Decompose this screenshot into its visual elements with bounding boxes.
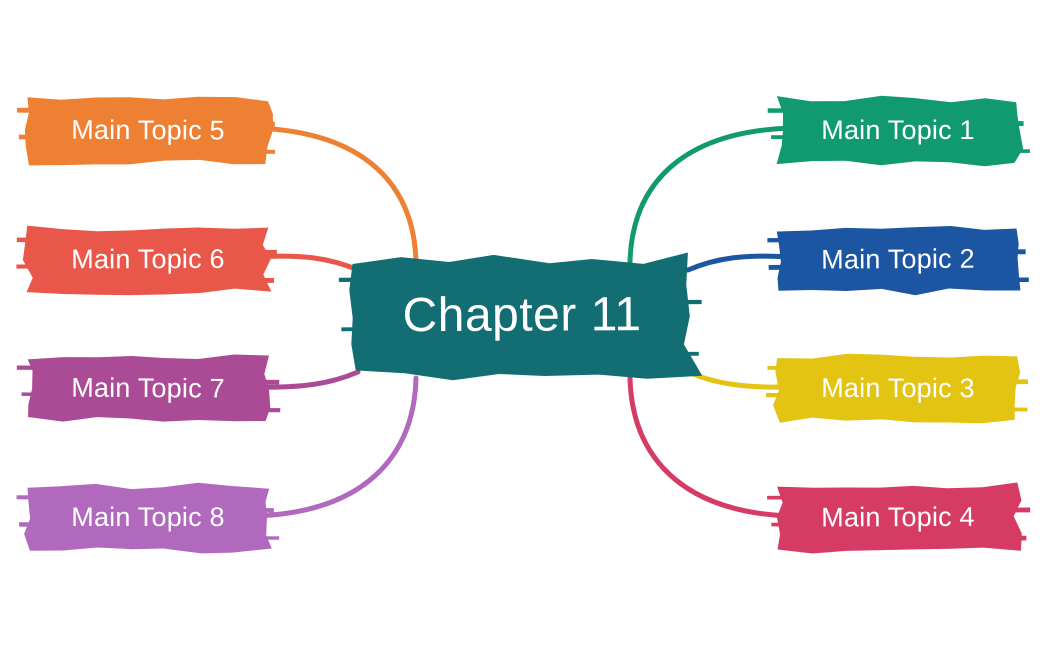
topic-node-8-shape bbox=[24, 482, 272, 554]
topic-node-3-label: Main Topic 3 bbox=[821, 373, 975, 403]
topic-node-8-label: Main Topic 8 bbox=[71, 502, 224, 532]
topic-node-7-brush-fleck bbox=[21, 392, 34, 396]
topic-node-7[interactable]: Main Topic 7 bbox=[16, 353, 281, 423]
topic-node-4-label: Main Topic 4 bbox=[821, 502, 975, 533]
topic-node-2-label: Main Topic 2 bbox=[821, 244, 975, 275]
topic-node-4-shape bbox=[776, 482, 1022, 554]
topic-node-8-brush-fleck bbox=[19, 522, 36, 527]
topic-node-7-shape bbox=[27, 354, 271, 422]
connector-to-topic-3 bbox=[685, 369, 793, 390]
connector-to-topic-4 bbox=[627, 375, 793, 519]
topic-node-6-label: Main Topic 6 bbox=[71, 244, 225, 274]
central-node-label: Chapter 11 bbox=[402, 288, 641, 342]
topic-node-5-label: Main Topic 5 bbox=[71, 115, 225, 146]
central-node-brush-fleck bbox=[683, 299, 702, 305]
topic-node-3-shape bbox=[773, 353, 1021, 424]
topic-node-5-shape bbox=[24, 96, 274, 166]
connector-to-topic-1 bbox=[627, 125, 793, 265]
topic-node-2-shape bbox=[776, 225, 1021, 296]
topic-node-8-brush-fleck bbox=[258, 536, 280, 540]
topic-node-6[interactable]: Main Topic 6 bbox=[16, 225, 277, 296]
topic-node-1-label: Main Topic 1 bbox=[821, 115, 974, 145]
connector-to-topic-5 bbox=[253, 125, 419, 265]
topic-node-8-brush-fleck bbox=[16, 495, 38, 500]
connector-to-topic-8 bbox=[253, 375, 419, 519]
topic-node-7-label: Main Topic 7 bbox=[71, 373, 225, 404]
topic-node-6-shape bbox=[22, 225, 272, 296]
topic-node-4[interactable]: Main Topic 4 bbox=[767, 482, 1031, 554]
topic-node-1[interactable]: Main Topic 1 bbox=[767, 95, 1030, 167]
topic-node-3[interactable]: Main Topic 3 bbox=[766, 353, 1029, 424]
topic-node-8[interactable]: Main Topic 8 bbox=[16, 482, 280, 554]
central-node-shape bbox=[349, 252, 703, 381]
central-node[interactable]: Chapter 11 bbox=[338, 252, 703, 381]
topic-node-1-shape bbox=[776, 95, 1024, 167]
topic-node-8-brush-fleck bbox=[263, 508, 274, 513]
topic-node-2[interactable]: Main Topic 2 bbox=[767, 225, 1029, 296]
topic-node-1-brush-fleck bbox=[771, 135, 784, 140]
nodes-layer: Main Topic 1 Main Topic 2 Main Topic 3 Main… bbox=[16, 95, 1031, 554]
connector-to-topic-2 bbox=[685, 253, 793, 273]
topic-node-5[interactable]: Main Topic 5 bbox=[17, 96, 276, 166]
topic-node-1-brush-fleck bbox=[767, 108, 787, 113]
connector-to-topic-7 bbox=[253, 369, 361, 390]
connector-to-topic-6 bbox=[253, 253, 361, 273]
